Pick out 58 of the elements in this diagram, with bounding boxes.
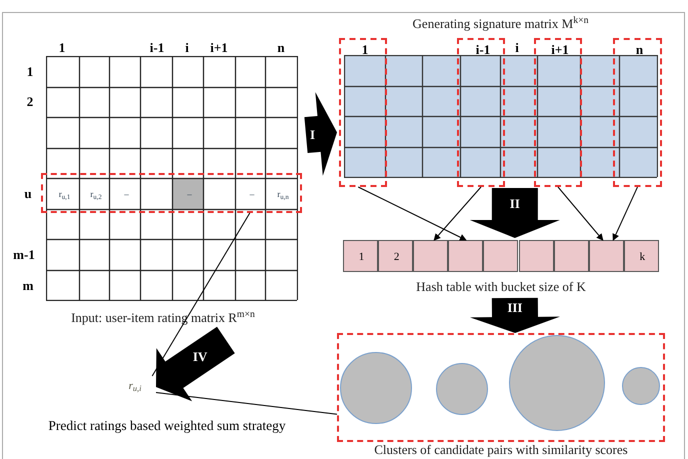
highlighted-row: [41, 173, 302, 213]
arrow: [558, 186, 604, 241]
hash-bucket: [413, 240, 448, 272]
arrow: [612, 186, 638, 241]
bucket-number: 1: [358, 250, 366, 265]
edge-label: I: [309, 126, 316, 142]
highlighted-column: [534, 38, 582, 187]
cell-value: r$_{u,1}$: [58, 188, 72, 200]
highlighted-column: [613, 38, 662, 187]
highlighted-column: [339, 38, 387, 187]
cell-value: –: [248, 188, 256, 200]
hash-bucket: [448, 240, 484, 272]
connector-line: [156, 392, 338, 415]
hash-bucket: [518, 240, 554, 272]
hash-bucket: [588, 240, 624, 272]
column-index: 1: [58, 40, 66, 56]
node-label: Hash table with bucket size of K: [415, 279, 587, 295]
node-label: Generating signature matrix M$^{k×n}$: [412, 16, 590, 32]
column-index: n: [276, 40, 286, 56]
hash-bucket: [483, 240, 518, 272]
predicted-rating-label: r$_{u,i}$: [128, 379, 142, 394]
cell-value: r$_{u,2}$: [89, 188, 103, 200]
block-arrow: [156, 326, 235, 402]
row-index: 1: [26, 64, 34, 80]
row-index: u: [23, 186, 33, 202]
hash-bucket: [554, 240, 589, 272]
edge-label: III: [506, 300, 524, 316]
column-header: 1: [360, 42, 370, 58]
block-arrow: [470, 298, 560, 333]
cell-value: r$_{u,n}$: [276, 188, 290, 200]
column-header: i+1: [550, 42, 570, 58]
block-arrow: [470, 188, 560, 238]
block-arrow: [304, 92, 337, 176]
bucket-number: k: [638, 250, 646, 265]
column-index: i+1: [209, 40, 229, 56]
edge-label: II: [508, 196, 521, 212]
column-header: n: [634, 42, 644, 58]
arrow: [434, 186, 482, 241]
edge-label: IV: [192, 349, 208, 366]
hash-bucket: [624, 240, 659, 272]
hash-bucket: [343, 240, 378, 272]
column-index: i-1: [148, 40, 166, 56]
arrow: [358, 186, 467, 240]
column-header: i-1: [474, 42, 492, 58]
hash-bucket: [378, 240, 414, 272]
row-index: 2: [26, 94, 34, 110]
row-index: m-1: [12, 247, 36, 263]
highlighted-column: [457, 38, 505, 187]
node-label: Clusters of candidate pairs with similarity scores: [373, 442, 629, 458]
node-label: Input: user-item rating matrix R$^{m×n}$: [70, 310, 256, 326]
column-index: i: [184, 40, 190, 56]
column-index: i: [514, 40, 520, 56]
step-label: Predict ratings based weighted sum strategy: [47, 418, 287, 434]
cell-value: –: [186, 188, 193, 200]
cell-value: –: [123, 188, 130, 200]
row-index: m: [22, 278, 34, 294]
connector-line: [152, 212, 250, 376]
bucket-number: 2: [392, 250, 400, 265]
